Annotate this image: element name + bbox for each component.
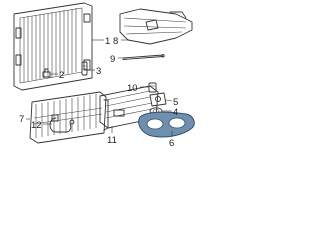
callout-12: 12 [31,120,42,131]
upper-air-guide [119,8,193,45]
callout-10: 10 [127,83,138,94]
callout-2: 2 [59,70,64,81]
callout-8: 8 [113,36,118,47]
callout-1: 1 [105,36,110,47]
parts-diagram: 1 2 3 4 5 6 7 8 9 10 11 12 [13,2,195,147]
support-rod [122,54,165,60]
callout-5: 5 [173,97,178,108]
callout-9: 9 [110,54,115,65]
radiator [13,2,93,91]
callout-7: 7 [19,114,24,125]
callout-4: 4 [173,107,178,118]
mount-bracket [149,92,167,107]
seal-hole-right [168,117,186,129]
air-baffle [29,91,109,144]
temp-sensor [49,114,75,133]
bleed-screw [42,68,51,78]
leader-lines [26,39,173,137]
callout-labels: 1 2 3 4 5 6 7 8 9 10 11 12 [19,36,178,147]
highlighted-seal [138,111,195,138]
callout-6: 6 [169,138,174,147]
clip [148,82,157,93]
seal-hole-left [146,118,164,130]
callout-11: 11 [107,135,117,146]
drain-plug [81,61,88,76]
callout-3: 3 [96,66,101,77]
